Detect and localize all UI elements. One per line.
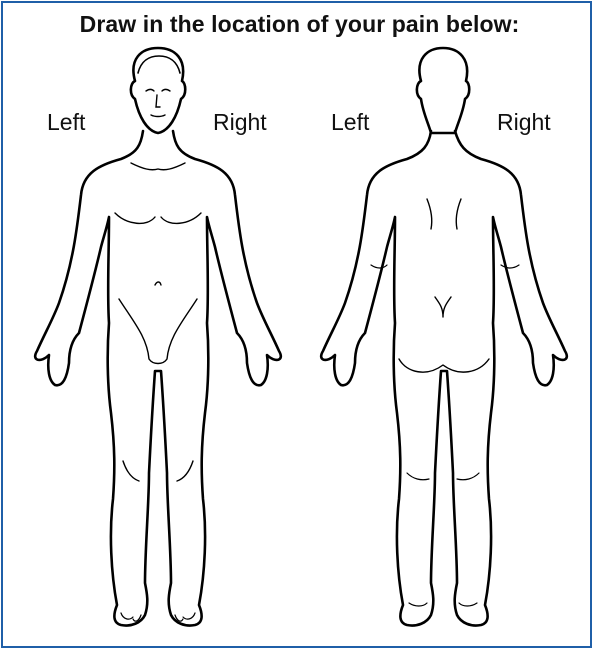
back-head xyxy=(417,48,469,133)
back-body-figure[interactable] xyxy=(3,3,596,650)
back-body-outline xyxy=(321,131,567,626)
